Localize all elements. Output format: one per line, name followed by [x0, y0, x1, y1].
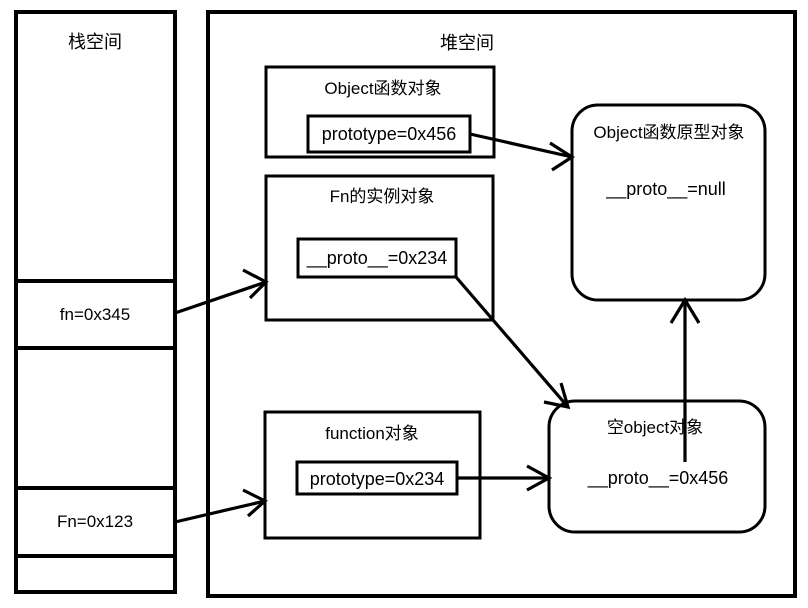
object-function-title: Object函数对象 [324, 79, 442, 98]
arrow-fn-to-instance [174, 280, 267, 315]
arrow-instance-to-emptyobject-head [543, 382, 571, 410]
arrow-objectproto-to-prototype [469, 132, 573, 159]
arrow-objectproto-to-prototype-head [549, 141, 575, 172]
empty-object-box-fill [549, 401, 765, 532]
object-function-field-label: prototype=0x456 [321, 124, 457, 144]
function-object-box [263, 410, 482, 540]
arrow-emptyobject-to-prototype-head [669, 296, 701, 324]
fn-instance-title: Fn的实例对象 [329, 187, 435, 206]
object-prototype-field-label: __proto__=null [606, 179, 726, 199]
object-function-field-box-fill [308, 116, 470, 152]
object-function-box [264, 65, 496, 159]
object-prototype-title: Object函数原型对象 [593, 123, 745, 142]
empty-object-title: 空object对象 [606, 418, 704, 437]
function-object-title: function对象 [325, 424, 419, 443]
empty-object-field-label: __proto__=0x456 [587, 468, 729, 488]
heap-space-title: 堆空间 [440, 33, 494, 53]
function-object-field-label: prototype=0x234 [309, 469, 445, 489]
heap-space-panel-border [206, 10, 797, 598]
arrow-fn-to-instance-head [242, 268, 269, 300]
empty-object-box [547, 399, 767, 534]
stack-space-panel-border [14, 10, 177, 594]
stack-space-title: 栈空间 [68, 32, 122, 52]
function-object-field-box-fill [297, 462, 457, 494]
fn-instance-box [264, 174, 495, 322]
stack-cell-Fn-label: Fn=0x123 [56, 512, 134, 531]
arrow-instance-to-emptyobject [454, 275, 570, 409]
arrow-function-to-emptyobject-head [526, 464, 553, 492]
fn-instance-field-label: __proto__=0x234 [306, 248, 448, 268]
stack-space-panel [16, 12, 175, 592]
object-prototype-box [570, 103, 767, 302]
arrow-Fn-to-function [174, 499, 266, 524]
fn-instance-field-box [296, 237, 458, 279]
stack-cell-fn-label: fn=0x345 [59, 305, 131, 324]
object-prototype-box-fill [572, 105, 765, 300]
arrow-Fn-to-function-head [242, 488, 268, 518]
fn-instance-field-box-fill [298, 239, 456, 277]
